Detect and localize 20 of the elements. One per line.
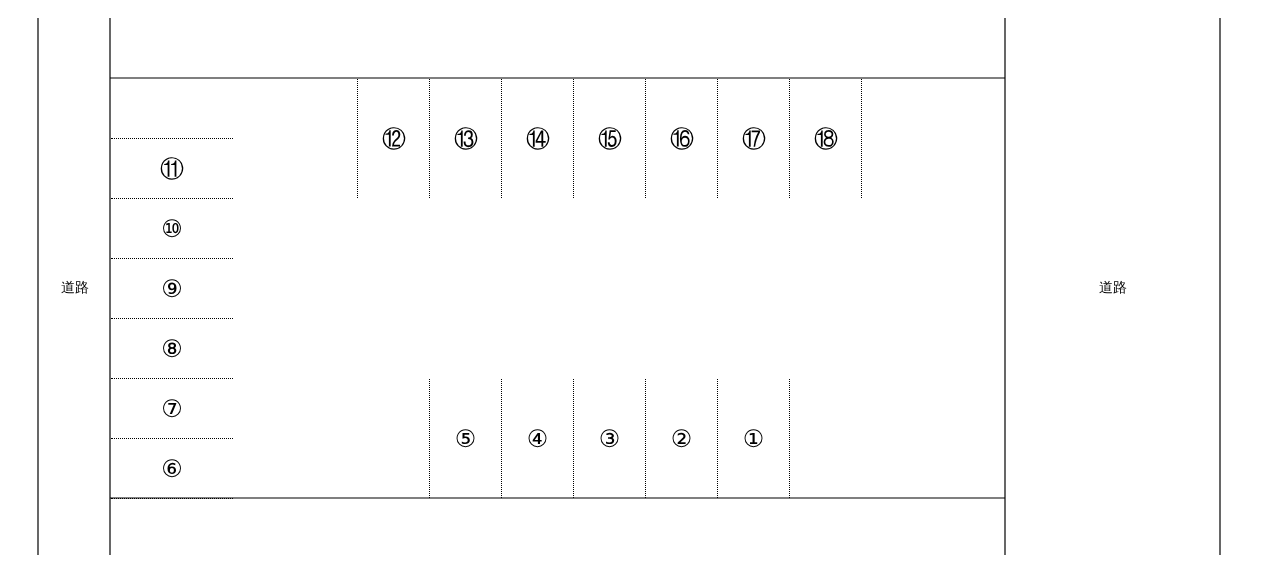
space-number: ⑬ (453, 126, 478, 151)
space-number: ② (670, 426, 693, 451)
space-number: ⑧ (161, 336, 183, 361)
space-number: ④ (526, 426, 549, 451)
space-number: ⑪ (160, 156, 184, 181)
road-label: 道路 (1099, 279, 1127, 294)
space-number: ⑭ (525, 126, 550, 151)
space-number: ⑨ (161, 276, 183, 301)
space-number: ③ (598, 426, 621, 451)
space-number: ⑦ (161, 396, 183, 421)
space-number: ⑰ (741, 126, 766, 151)
space-number: ⑥ (161, 456, 183, 481)
space-number: ⑯ (669, 126, 694, 151)
space-number: ① (742, 426, 765, 451)
space-number: ⑮ (597, 126, 622, 151)
space-number: ⑤ (454, 426, 477, 451)
space-number: ⑱ (813, 126, 838, 151)
space-number: ⑫ (381, 126, 406, 151)
road-label: 道路 (60, 279, 89, 294)
space-number: ⑩ (161, 216, 183, 241)
